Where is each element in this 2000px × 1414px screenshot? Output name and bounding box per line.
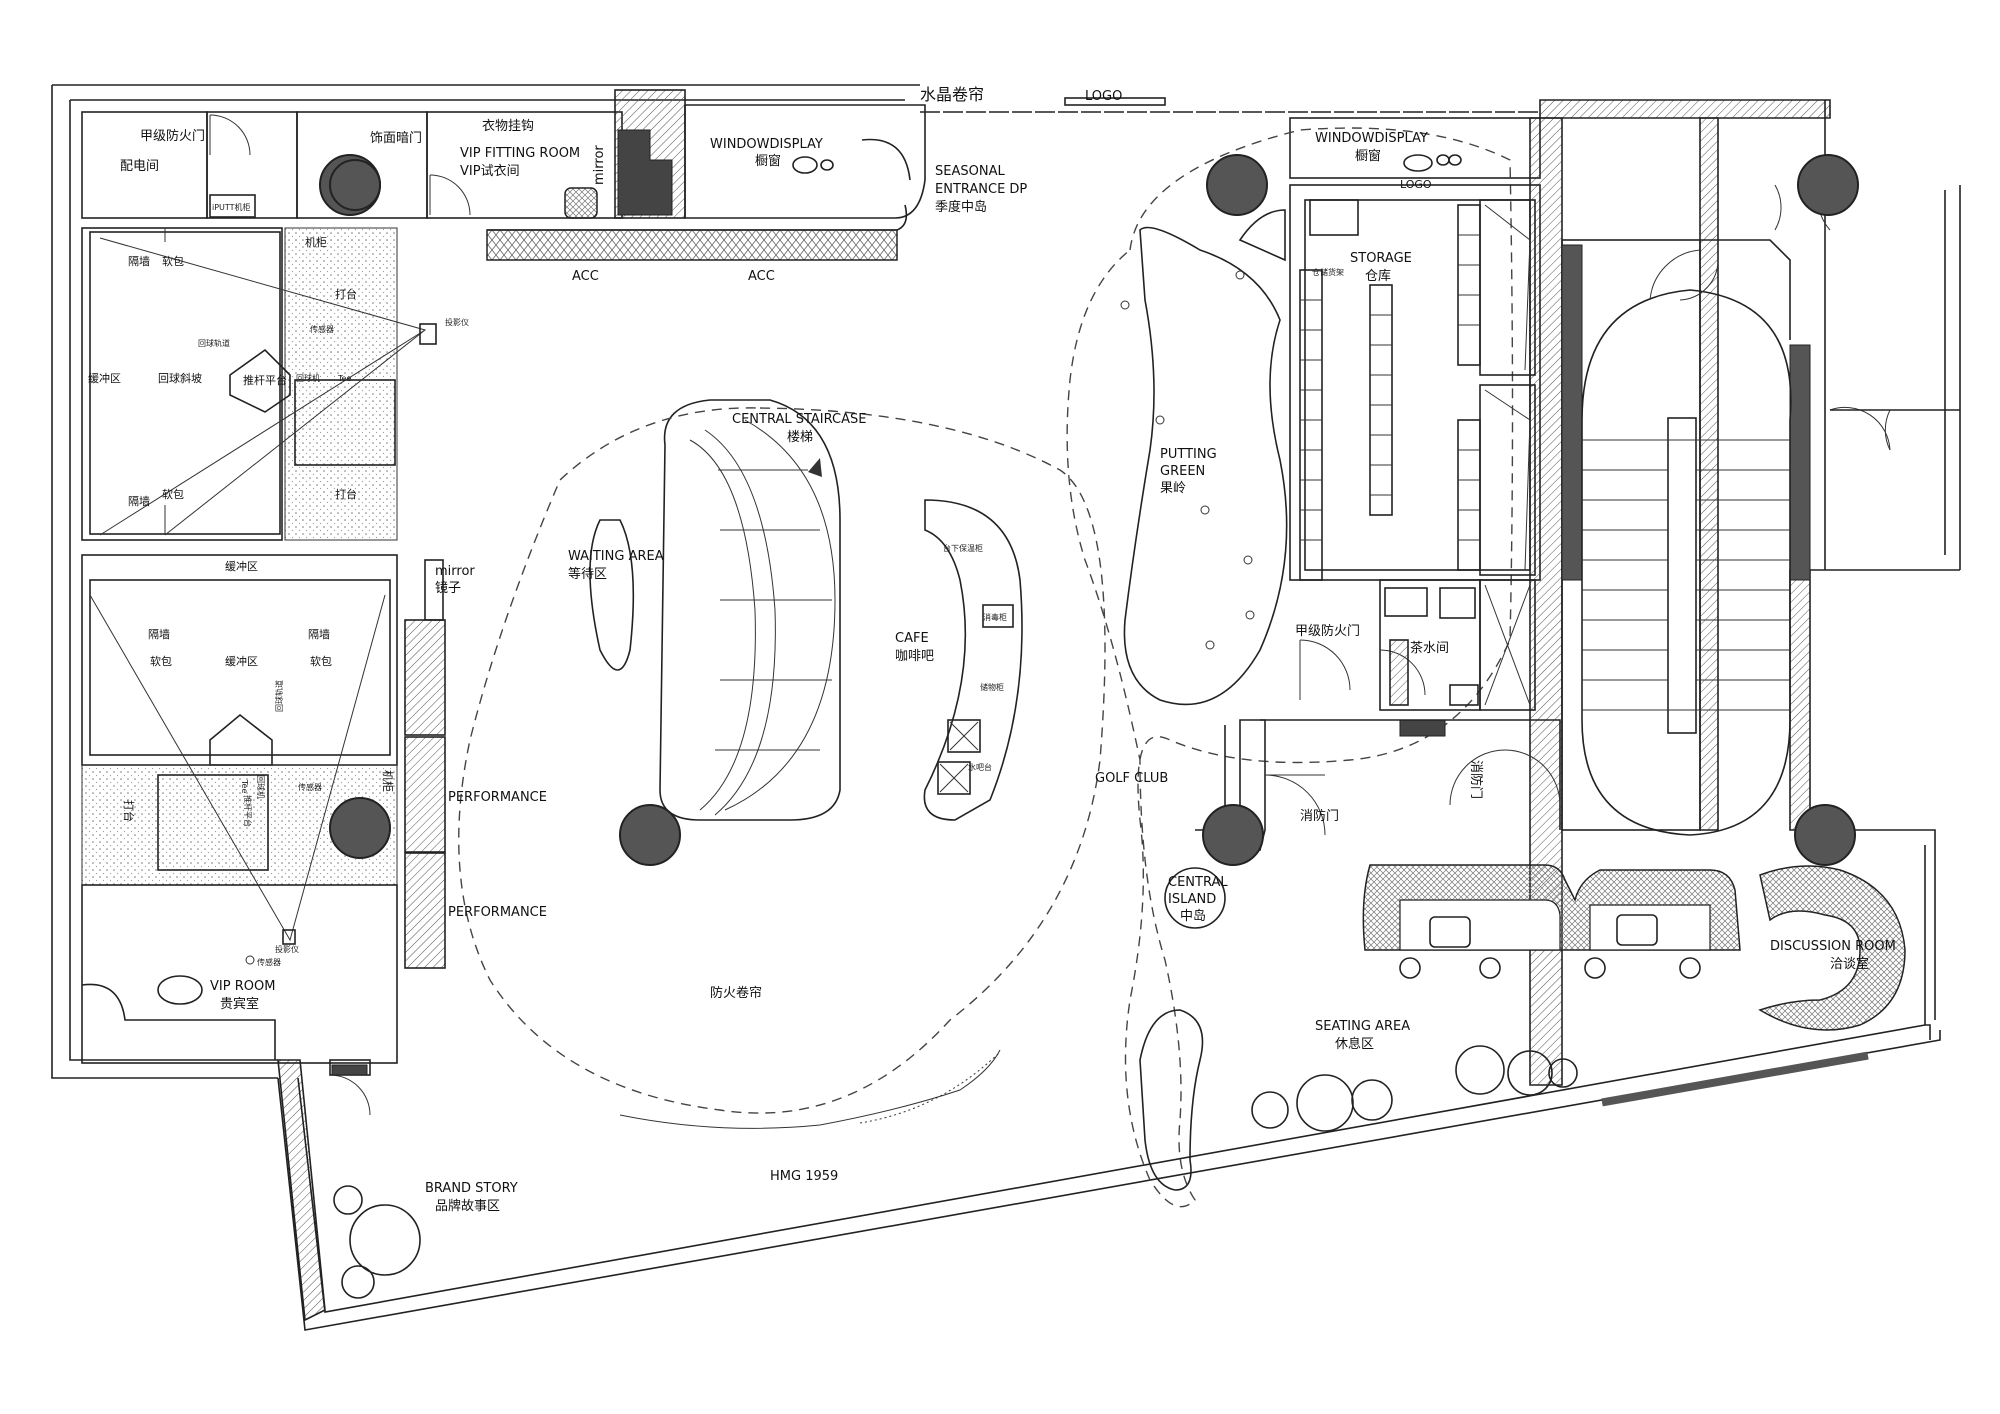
seating-area-label-en: SEATING AREA bbox=[1315, 1019, 1410, 1034]
mirror-top-label: mirror bbox=[592, 145, 607, 185]
seasonal-label-1: SEASONAL bbox=[935, 164, 1005, 179]
mirror-label-en: mirror bbox=[435, 564, 475, 579]
performance-label-2: PERFORMANCE bbox=[448, 905, 547, 920]
cafe-item-label-2: 消毒柜 bbox=[983, 612, 1007, 622]
vip-fitting-room-cn: VIP试衣间 bbox=[460, 163, 520, 179]
ball-machine-label-2: 回球机 bbox=[256, 775, 266, 799]
putting-green-label-2: GREEN bbox=[1160, 464, 1205, 479]
right-block bbox=[1195, 154, 1960, 1107]
partition-label-2: 隔墙 bbox=[128, 494, 150, 508]
fire-door-right-label: 甲级防火门 bbox=[1295, 623, 1360, 639]
putter-platform-label-1: 推杆平台 bbox=[243, 373, 287, 387]
golf-club-label: GOLF CLUB bbox=[1095, 771, 1168, 786]
performance-label-1: PERFORMANCE bbox=[448, 790, 547, 805]
vip-fitting-room-en: VIP FITTING ROOM bbox=[460, 146, 580, 161]
vip-room-label-cn: 贵宾室 bbox=[220, 996, 259, 1012]
cabinet-label-2: 机柜 bbox=[381, 770, 395, 792]
buffer-zone-label-2: 缓冲区 bbox=[225, 559, 258, 573]
cabinet-label-1: 机柜 bbox=[305, 235, 327, 249]
sensor-label-1: 传感器 bbox=[310, 324, 334, 334]
buffer-zone-label-1: 缓冲区 bbox=[88, 371, 121, 385]
mirror-label-cn: 镜子 bbox=[435, 581, 461, 596]
cafe-item-label-4: 水吧台 bbox=[968, 762, 992, 772]
window-display-left-en: WINDOWDISPLAY bbox=[710, 137, 823, 152]
fire-curtain-label: 防火卷帘 bbox=[710, 985, 762, 1001]
partition-label-1: 隔墙 bbox=[128, 254, 150, 268]
putter-platform-label-2: 推杆平台 bbox=[243, 795, 253, 827]
central-staircase-label-en: CENTRAL STAIRCASE bbox=[732, 412, 866, 427]
tea-room-label: 茶水间 bbox=[1410, 640, 1449, 656]
return-slope-label: 回球斜坡 bbox=[158, 371, 202, 385]
seasonal-label-3: 季度中岛 bbox=[935, 199, 987, 215]
acc-label-1: ACC bbox=[572, 269, 599, 284]
iputt-cabinet-label: iPUTT机柜 bbox=[212, 202, 251, 212]
window-display-right-en: WINDOWDISPLAY bbox=[1315, 131, 1428, 146]
sensor-label-3: 传感器 bbox=[257, 957, 281, 967]
putting-green-label-cn: 果岭 bbox=[1160, 481, 1186, 496]
central-area bbox=[333, 97, 1578, 1299]
fire-door-left-label: 甲级防火门 bbox=[140, 128, 205, 144]
sensor-label-2: 传感器 bbox=[298, 782, 322, 792]
left-rooms bbox=[81, 89, 908, 1116]
tee-label-2: Tee bbox=[240, 779, 249, 793]
brand-story-label-en: BRAND STORY bbox=[425, 1181, 518, 1196]
hitting-label-3: 打台 bbox=[122, 800, 136, 822]
seasonal-label-2: ENTRANCE DP bbox=[935, 182, 1027, 197]
clothes-hook-label: 衣物挂钩 bbox=[482, 118, 534, 134]
partition-label-3: 隔墙 bbox=[148, 627, 170, 641]
storage-bin-label: 仓储货架 bbox=[1312, 267, 1344, 277]
waiting-area-label-en: WAITING AREA bbox=[568, 549, 664, 564]
central-island-label-1: CENTRAL bbox=[1168, 875, 1228, 890]
seating-area-label-cn: 休息区 bbox=[1335, 1036, 1374, 1052]
logo-right-label: LOGO bbox=[1400, 178, 1432, 191]
return-track-label-1: 回球轨道 bbox=[198, 338, 230, 348]
cafe-label-cn: 咖啡吧 bbox=[895, 649, 934, 664]
vip-room-label-en: VIP ROOM bbox=[210, 979, 275, 994]
storage-label-cn: 仓库 bbox=[1365, 268, 1391, 284]
acc-label-2: ACC bbox=[748, 269, 775, 284]
projector-label-1: 投影仪 bbox=[445, 317, 469, 327]
ball-machine-label-1: 回球机 bbox=[296, 373, 320, 383]
hitting-label-2: 打台 bbox=[335, 487, 357, 501]
return-track-label-2: 回球轨道 bbox=[274, 680, 284, 712]
buffer-zone-label-3: 缓冲区 bbox=[225, 654, 258, 668]
soft-pack-label-3: 软包 bbox=[150, 654, 172, 668]
fire-exit-label-2: 消防门 bbox=[1300, 808, 1339, 824]
cafe-label-en: CAFE bbox=[895, 631, 929, 646]
fire-exit-label-1: 消防门 bbox=[1468, 760, 1484, 799]
tee-label-1: Tee bbox=[337, 374, 351, 383]
cafe-item-label-3: 储物柜 bbox=[980, 682, 1004, 692]
soft-pack-label-2: 软包 bbox=[162, 487, 184, 501]
hidden-door-label: 饰面暗门 bbox=[370, 131, 422, 146]
putting-green-label-1: PUTTING bbox=[1160, 447, 1217, 462]
brand-story-label-cn: 品牌故事区 bbox=[435, 1198, 500, 1214]
crystal-curtain-label: 水晶卷帘 bbox=[920, 85, 984, 104]
window-display-left-cn: 橱窗 bbox=[755, 153, 781, 169]
central-island-label-cn: 中岛 bbox=[1180, 908, 1206, 924]
logo-top-label: LOGO bbox=[1085, 89, 1122, 104]
discussion-room-label-en: DISCUSSION ROOM bbox=[1770, 939, 1896, 954]
hmg-1959-label: HMG 1959 bbox=[770, 1169, 838, 1184]
storage-label-en: STORAGE bbox=[1350, 251, 1412, 266]
soft-pack-label-1: 软包 bbox=[162, 254, 184, 268]
central-staircase-label-cn: 楼梯 bbox=[787, 430, 813, 445]
waiting-area-label-cn: 等待区 bbox=[568, 566, 607, 582]
projector-label-2: 投影仪 bbox=[275, 944, 299, 954]
partition-label-4: 隔墙 bbox=[308, 627, 330, 641]
window-display-right-cn: 橱窗 bbox=[1355, 148, 1381, 164]
cafe-item-label-1: 台下保温柜 bbox=[943, 543, 983, 553]
building-shell bbox=[51, 84, 1961, 1331]
power-room-label: 配电间 bbox=[120, 159, 159, 174]
hitting-label-1: 打台 bbox=[335, 287, 357, 301]
soft-pack-label-4: 软包 bbox=[310, 654, 332, 668]
discussion-room-label-cn: 洽谈室 bbox=[1830, 956, 1869, 972]
central-island-label-2: ISLAND bbox=[1168, 892, 1216, 907]
